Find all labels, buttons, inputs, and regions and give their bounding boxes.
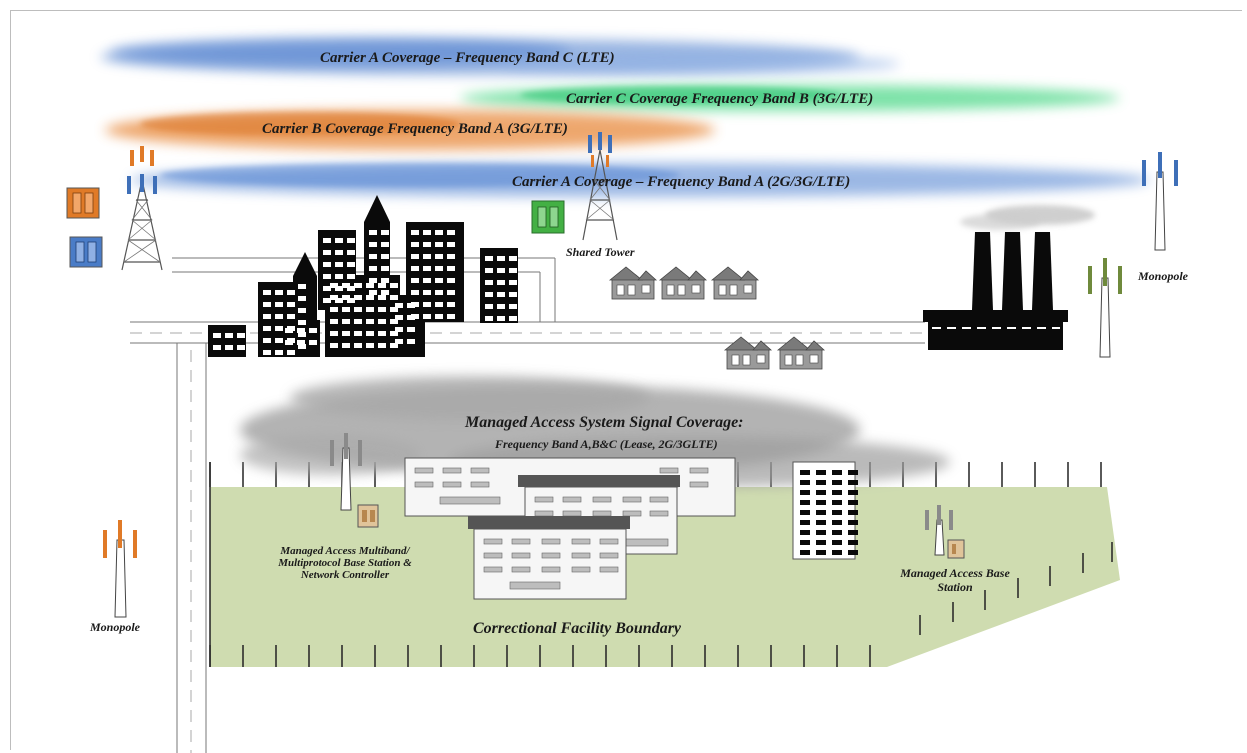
shared-tower [582,132,618,241]
band-c-3g-label: Carrier C Coverage Frequency Band B (3G/… [566,91,874,107]
mas-base-station [947,539,965,559]
house [710,266,760,300]
monopole-right-green [1088,258,1122,358]
house [658,266,708,300]
diagram-frame [10,10,1242,750]
prison-building-front [468,516,630,600]
band-a-2g-label: Carrier A Coverage – Frequency Band A (2… [512,174,851,190]
mas-base-station-controller [357,504,379,528]
house [723,336,773,370]
mas-tower-right [925,505,953,556]
facility-ground [210,487,1120,667]
mas-coverage-title: Managed Access System Signal Coverage: [465,414,744,431]
bts-cabinet-blue [69,236,103,268]
monopole-left-orange [103,520,137,618]
coverage-band-c-3g [460,85,1120,111]
coverage-band-b-3g [105,110,715,150]
bts-cabinet-green [531,200,565,234]
shared-tower-label: Shared Tower [566,245,635,259]
mas-controller-label: Managed Access Multiband/ Multiprotocol … [278,545,412,581]
monopole-right-label: Monopole [1138,269,1189,283]
prison-tower-block [792,461,858,560]
houses [608,266,826,370]
monopole-left-label: Monopole [90,620,141,634]
mas-coverage-subtitle: Frequency Band A,B&C (Lease, 2G/3GLTE) [495,437,718,451]
coverage-band-a-2g [130,163,1150,197]
coverage-band-a-lte [100,38,900,75]
factory [923,205,1095,350]
bts-cabinet-orange [66,187,100,219]
facility-boundary-label: Correctional Facility Boundary [473,620,682,637]
prison-buildings [404,457,858,600]
mas-tower-left [330,433,362,511]
band-b-3g-label: Carrier B Coverage Frequency Band A (3G/… [262,121,568,137]
house [776,336,826,370]
mas-base-station-label: Managed Access Base Station [900,566,1010,594]
house [608,266,658,300]
monopole-right-blue [1142,152,1178,251]
band-a-lte-label: Carrier A Coverage – Frequency Band C (L… [320,50,615,66]
city-windows [213,230,517,355]
lattice-tower-left [121,146,163,271]
